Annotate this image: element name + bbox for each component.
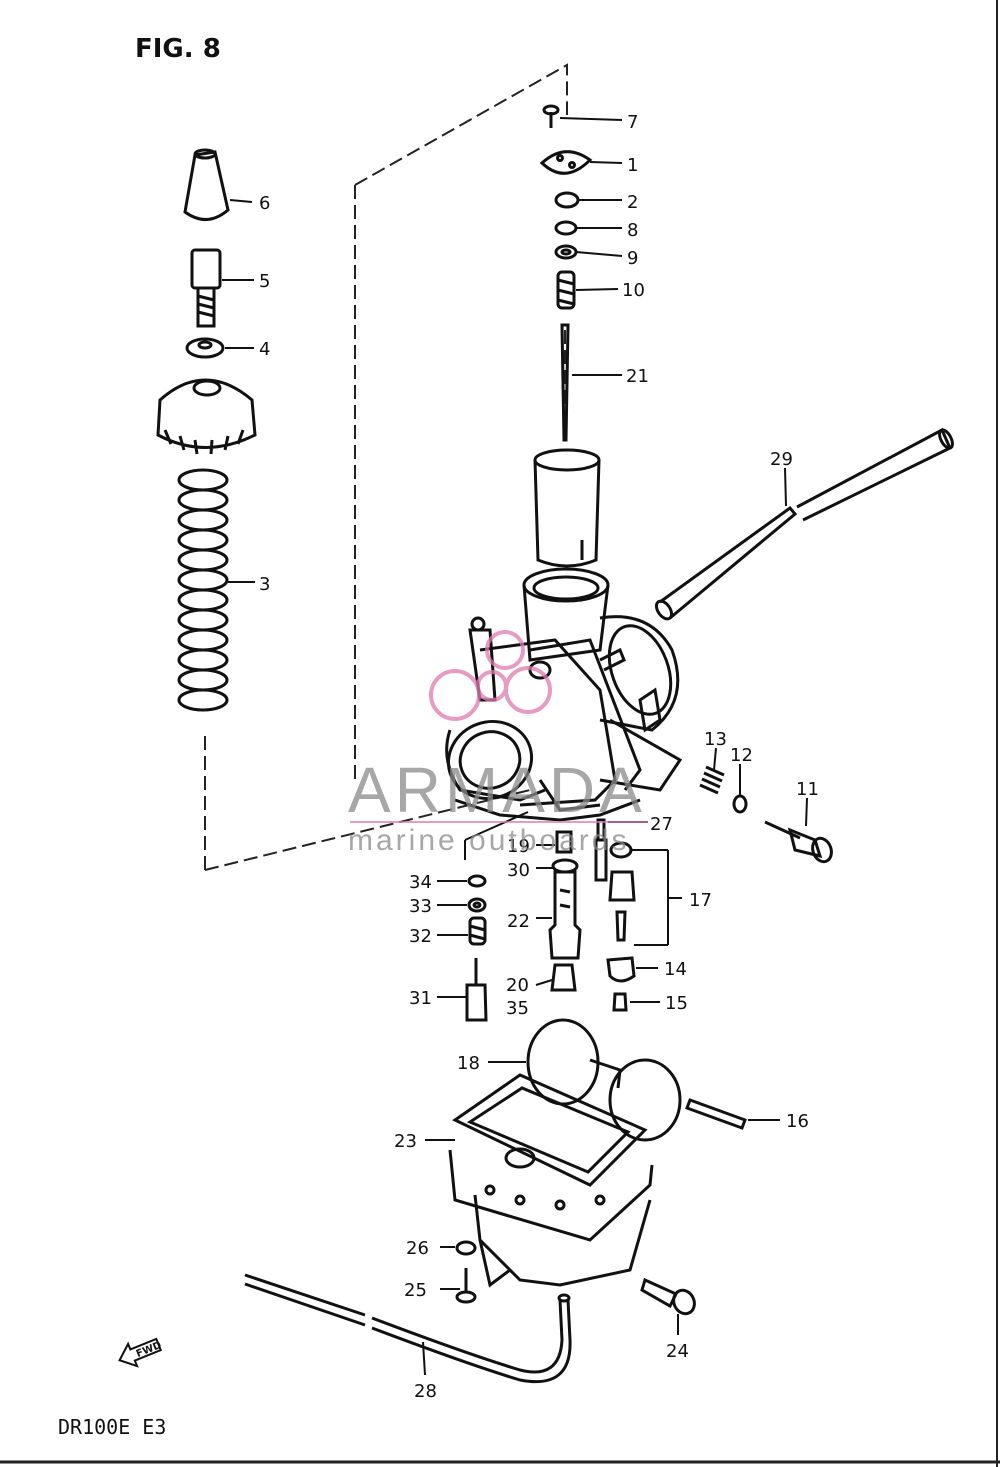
part-5-cable-adjuster <box>190 248 222 328</box>
part-2-washer <box>554 191 580 209</box>
part-28-drain-tube <box>244 1273 572 1384</box>
callout-33: 33 <box>409 896 432 917</box>
part-20-main-jet <box>550 963 577 992</box>
part-33-washer <box>467 897 487 913</box>
callout-32: 32 <box>409 926 432 947</box>
part-16-float-pin <box>685 1098 747 1130</box>
part-3-throttle-spring <box>177 468 229 712</box>
callout-21: 21 <box>626 366 649 387</box>
callout-20: 20 <box>506 975 529 996</box>
callout-16: 16 <box>786 1111 809 1132</box>
callout-11: 11 <box>796 779 819 800</box>
part-34-o-ring <box>467 874 487 888</box>
callout-27: 27 <box>650 814 673 835</box>
part-9-washer <box>554 244 578 260</box>
part-31-throttle-stop-screw <box>465 958 488 1022</box>
callout-5: 5 <box>259 271 270 292</box>
part-27-starter-jet <box>594 818 608 882</box>
callout-22: 22 <box>507 911 530 932</box>
callout-24: 24 <box>666 1341 689 1362</box>
part-24-drain-plug <box>640 1277 696 1316</box>
callout-29: 29 <box>770 449 793 470</box>
callout-30: 30 <box>507 860 530 881</box>
figure-title: FIG. 8 <box>135 34 221 64</box>
watermark-logo-icon <box>429 630 552 721</box>
callout-7: 7 <box>627 112 638 133</box>
part-21-jet-needle <box>560 323 570 442</box>
part-11-pilot-air-screw <box>764 820 833 864</box>
part-32-spring <box>468 916 487 946</box>
callout-14: 14 <box>664 959 687 980</box>
part-15-screw <box>612 992 628 1012</box>
callout-35: 35 <box>506 998 529 1019</box>
callout-28: 28 <box>414 1381 437 1402</box>
part-14-float-pin-holder <box>606 956 636 983</box>
part-12-washer <box>732 794 748 814</box>
part-7-screw <box>542 104 560 128</box>
callout-25: 25 <box>404 1280 427 1301</box>
throttle-slide <box>533 448 601 568</box>
callout-19: 19 <box>507 836 530 857</box>
callout-9: 9 <box>627 248 638 269</box>
callout-13: 13 <box>704 729 727 750</box>
callout-23: 23 <box>394 1131 417 1152</box>
part-1-needle-retainer <box>539 150 593 175</box>
part-25-drain-screw <box>455 1268 477 1304</box>
callout-10: 10 <box>622 280 645 301</box>
callout-4: 4 <box>259 339 270 360</box>
callout-17: 17 <box>689 890 712 911</box>
part-6-rubber-cap <box>183 148 230 221</box>
callout-labels: 7 1 2 8 9 10 21 6 5 4 3 29 13 12 11 27 1… <box>259 112 819 1402</box>
callout-6: 6 <box>259 193 270 214</box>
part-4-nut <box>185 337 225 359</box>
armada-watermark: ARMADA marine outboards <box>348 630 648 857</box>
callout-31: 31 <box>409 988 432 1009</box>
leader-lines <box>222 117 808 1376</box>
callout-18: 18 <box>457 1053 480 1074</box>
callout-1: 1 <box>627 155 638 176</box>
callout-3: 3 <box>259 574 270 595</box>
carburetor-body <box>445 567 683 822</box>
part-26-drain-washer <box>455 1240 477 1256</box>
assembly-guide-lines <box>204 63 568 871</box>
fwd-direction-mark: FWD <box>118 1337 163 1368</box>
part-8-clip <box>554 220 578 236</box>
watermark-brand: ARMADA <box>348 754 646 826</box>
part-30-o-ring <box>551 858 579 874</box>
watermark-tagline: marine outboards <box>348 824 629 857</box>
callout-26: 26 <box>406 1238 429 1259</box>
part-22-needle-jet <box>548 870 582 960</box>
part-17-needle-valve-assy <box>608 841 636 942</box>
callout-2: 2 <box>627 192 638 213</box>
callout-8: 8 <box>627 220 638 241</box>
float-bowl <box>448 1147 654 1288</box>
part-29-vent-tube <box>654 427 954 621</box>
fwd-arrow-icon <box>118 1337 163 1368</box>
part-23-gasket <box>452 1073 648 1187</box>
part-10-spring <box>556 270 576 310</box>
mixing-chamber-top-cap <box>156 378 257 455</box>
callout-12: 12 <box>730 745 753 766</box>
part-19-needle-jet-top <box>555 830 573 854</box>
callout-15: 15 <box>665 993 688 1014</box>
model-code: DR100E E3 <box>58 1415 166 1439</box>
callout-34: 34 <box>409 872 432 893</box>
part-13-spring <box>699 765 725 795</box>
